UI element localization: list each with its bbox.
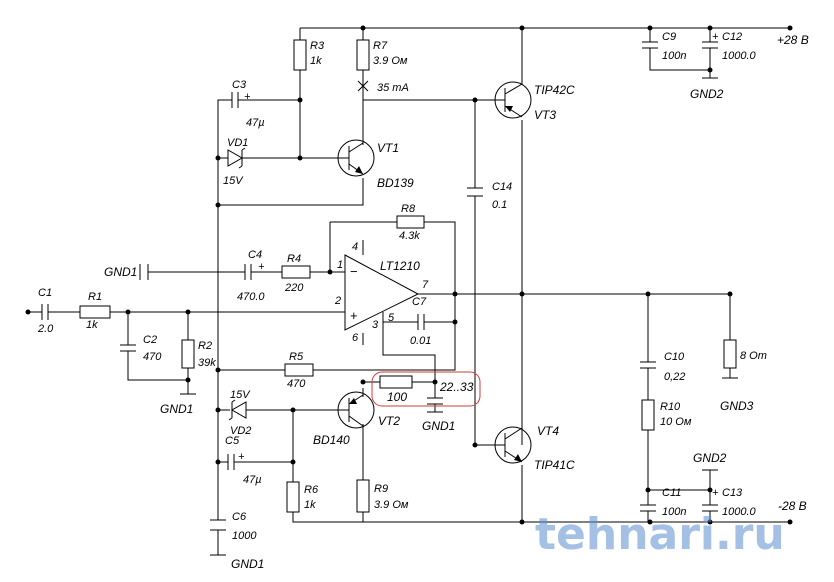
c6-name: C6 — [232, 511, 247, 523]
transistors — [337, 81, 532, 464]
vt2-type: BD140 — [313, 433, 350, 447]
r6-name: R6 — [304, 484, 319, 496]
c7-name: C7 — [412, 296, 427, 308]
gnd1-x-label: GND1 — [422, 419, 455, 433]
r5-value: 470 — [287, 378, 306, 390]
opamp-lt1210: − + — [344, 240, 420, 345]
c1-name: C1 — [38, 287, 52, 299]
component-labels: R3 1k R7 3.9 Ом 35 mA C3 + 47µ VD1 15V V… — [37, 31, 809, 571]
r9-value: 3.9 Ом — [374, 499, 409, 511]
r7-name: R7 — [373, 40, 388, 52]
r3-value: 1k — [310, 55, 322, 67]
pin7: 7 — [422, 279, 429, 291]
c13-plus: + — [712, 487, 719, 499]
c11-name: C11 — [662, 487, 681, 499]
current-label: 35 mA — [377, 82, 409, 94]
c11-value: 100n — [662, 506, 686, 518]
r4-value: 220 — [284, 282, 304, 294]
gnd1-mid-label: GND1 — [160, 402, 193, 416]
vd2-name: VD2 — [230, 425, 251, 437]
zener-diodes — [227, 147, 247, 421]
r6-value: 1k — [304, 499, 316, 511]
c12-name: C12 — [722, 31, 742, 43]
c9-name: C9 — [662, 31, 676, 43]
pin4: 4 — [352, 241, 358, 253]
c1-value: 2.0 — [37, 323, 54, 335]
rx-value: 100 — [387, 390, 407, 404]
c14-value: 0.1 — [492, 199, 507, 211]
r1-name: R1 — [88, 291, 102, 303]
vt2-name: VT2 — [378, 414, 400, 428]
gnd1-left-label: GND1 — [104, 265, 137, 279]
c2-name: C2 — [143, 334, 157, 346]
c3-value: 47µ — [246, 117, 265, 129]
c4-name: C4 — [248, 249, 262, 261]
pin5: 5 — [388, 312, 395, 324]
vd1-value: 15V — [223, 175, 244, 187]
watermark: tehnari.ru — [535, 509, 785, 560]
c13-name: C13 — [722, 487, 743, 499]
r7-value: 3.9 Ом — [373, 55, 408, 67]
wires — [28, 27, 790, 555]
vt4-name: VT4 — [537, 424, 559, 438]
junctions — [25, 25, 793, 525]
c9-value: 100n — [662, 50, 686, 62]
pin2: 2 — [334, 295, 341, 307]
c5-plus: + — [238, 451, 245, 463]
svg-text:−: − — [350, 264, 358, 279]
vminus-label: -28 В — [778, 499, 807, 513]
resistors — [79, 39, 737, 513]
r8-name: R8 — [401, 203, 416, 215]
c5-name: C5 — [225, 435, 240, 447]
vt4-type: TIP41C — [534, 458, 575, 472]
gnd3-label: GND3 — [720, 399, 754, 413]
c10-name: C10 — [664, 351, 685, 363]
r5-name: R5 — [289, 351, 304, 363]
pin6: 6 — [352, 332, 359, 344]
r8-value: 4.3k — [399, 230, 420, 242]
c12-plus: + — [712, 31, 719, 43]
current-marker-icon — [357, 80, 369, 92]
c13-value: 1000.0 — [722, 506, 757, 518]
c5-value: 47µ — [243, 474, 262, 486]
load-value: 8 От — [740, 350, 767, 362]
r3-name: R3 — [310, 40, 325, 52]
r10-value: 10 Ом — [660, 416, 692, 428]
vt3-name: VT3 — [534, 108, 556, 122]
r2-value: 39k — [198, 357, 216, 369]
pin1: 1 — [337, 259, 343, 271]
c14-name: C14 — [492, 181, 512, 193]
capacitors — [41, 41, 718, 531]
c4-value: 470.0 — [237, 291, 265, 303]
highlight-annotation — [371, 371, 481, 407]
r2-name: R2 — [198, 340, 212, 352]
ground-symbols — [147, 77, 738, 556]
c2-value: 470 — [143, 351, 162, 363]
vt1-type: BD139 — [377, 176, 414, 190]
gnd1-bottom-label: GND1 — [231, 557, 264, 571]
svg-text:+: + — [350, 308, 358, 323]
vd1-name: VD1 — [227, 137, 248, 149]
c6-value: 1000 — [232, 530, 257, 542]
vt1-name: VT1 — [377, 141, 399, 155]
c7-value: 0.01 — [410, 335, 431, 347]
c4-plus: + — [258, 261, 265, 273]
c12-value: 1000.0 — [722, 50, 757, 62]
gnd2-bottom-label: GND2 — [693, 451, 727, 465]
pin3: 3 — [372, 319, 379, 331]
r10-name: R10 — [660, 401, 681, 413]
c3-name: C3 — [232, 79, 247, 91]
opamp-label: LT1210 — [380, 259, 420, 273]
vplus-label: +28 В — [777, 33, 809, 47]
vt3-type: TIP42C — [534, 83, 575, 97]
r1-value: 1k — [86, 319, 98, 331]
vd2-value: 15V — [230, 389, 251, 401]
r9-name: R9 — [374, 483, 388, 495]
c3-plus: + — [244, 91, 251, 103]
cx-value: 22..33 — [439, 380, 474, 394]
gnd2-top-label: GND2 — [690, 87, 724, 101]
c10-value: 0,22 — [664, 371, 685, 383]
r4-name: R4 — [287, 253, 301, 265]
